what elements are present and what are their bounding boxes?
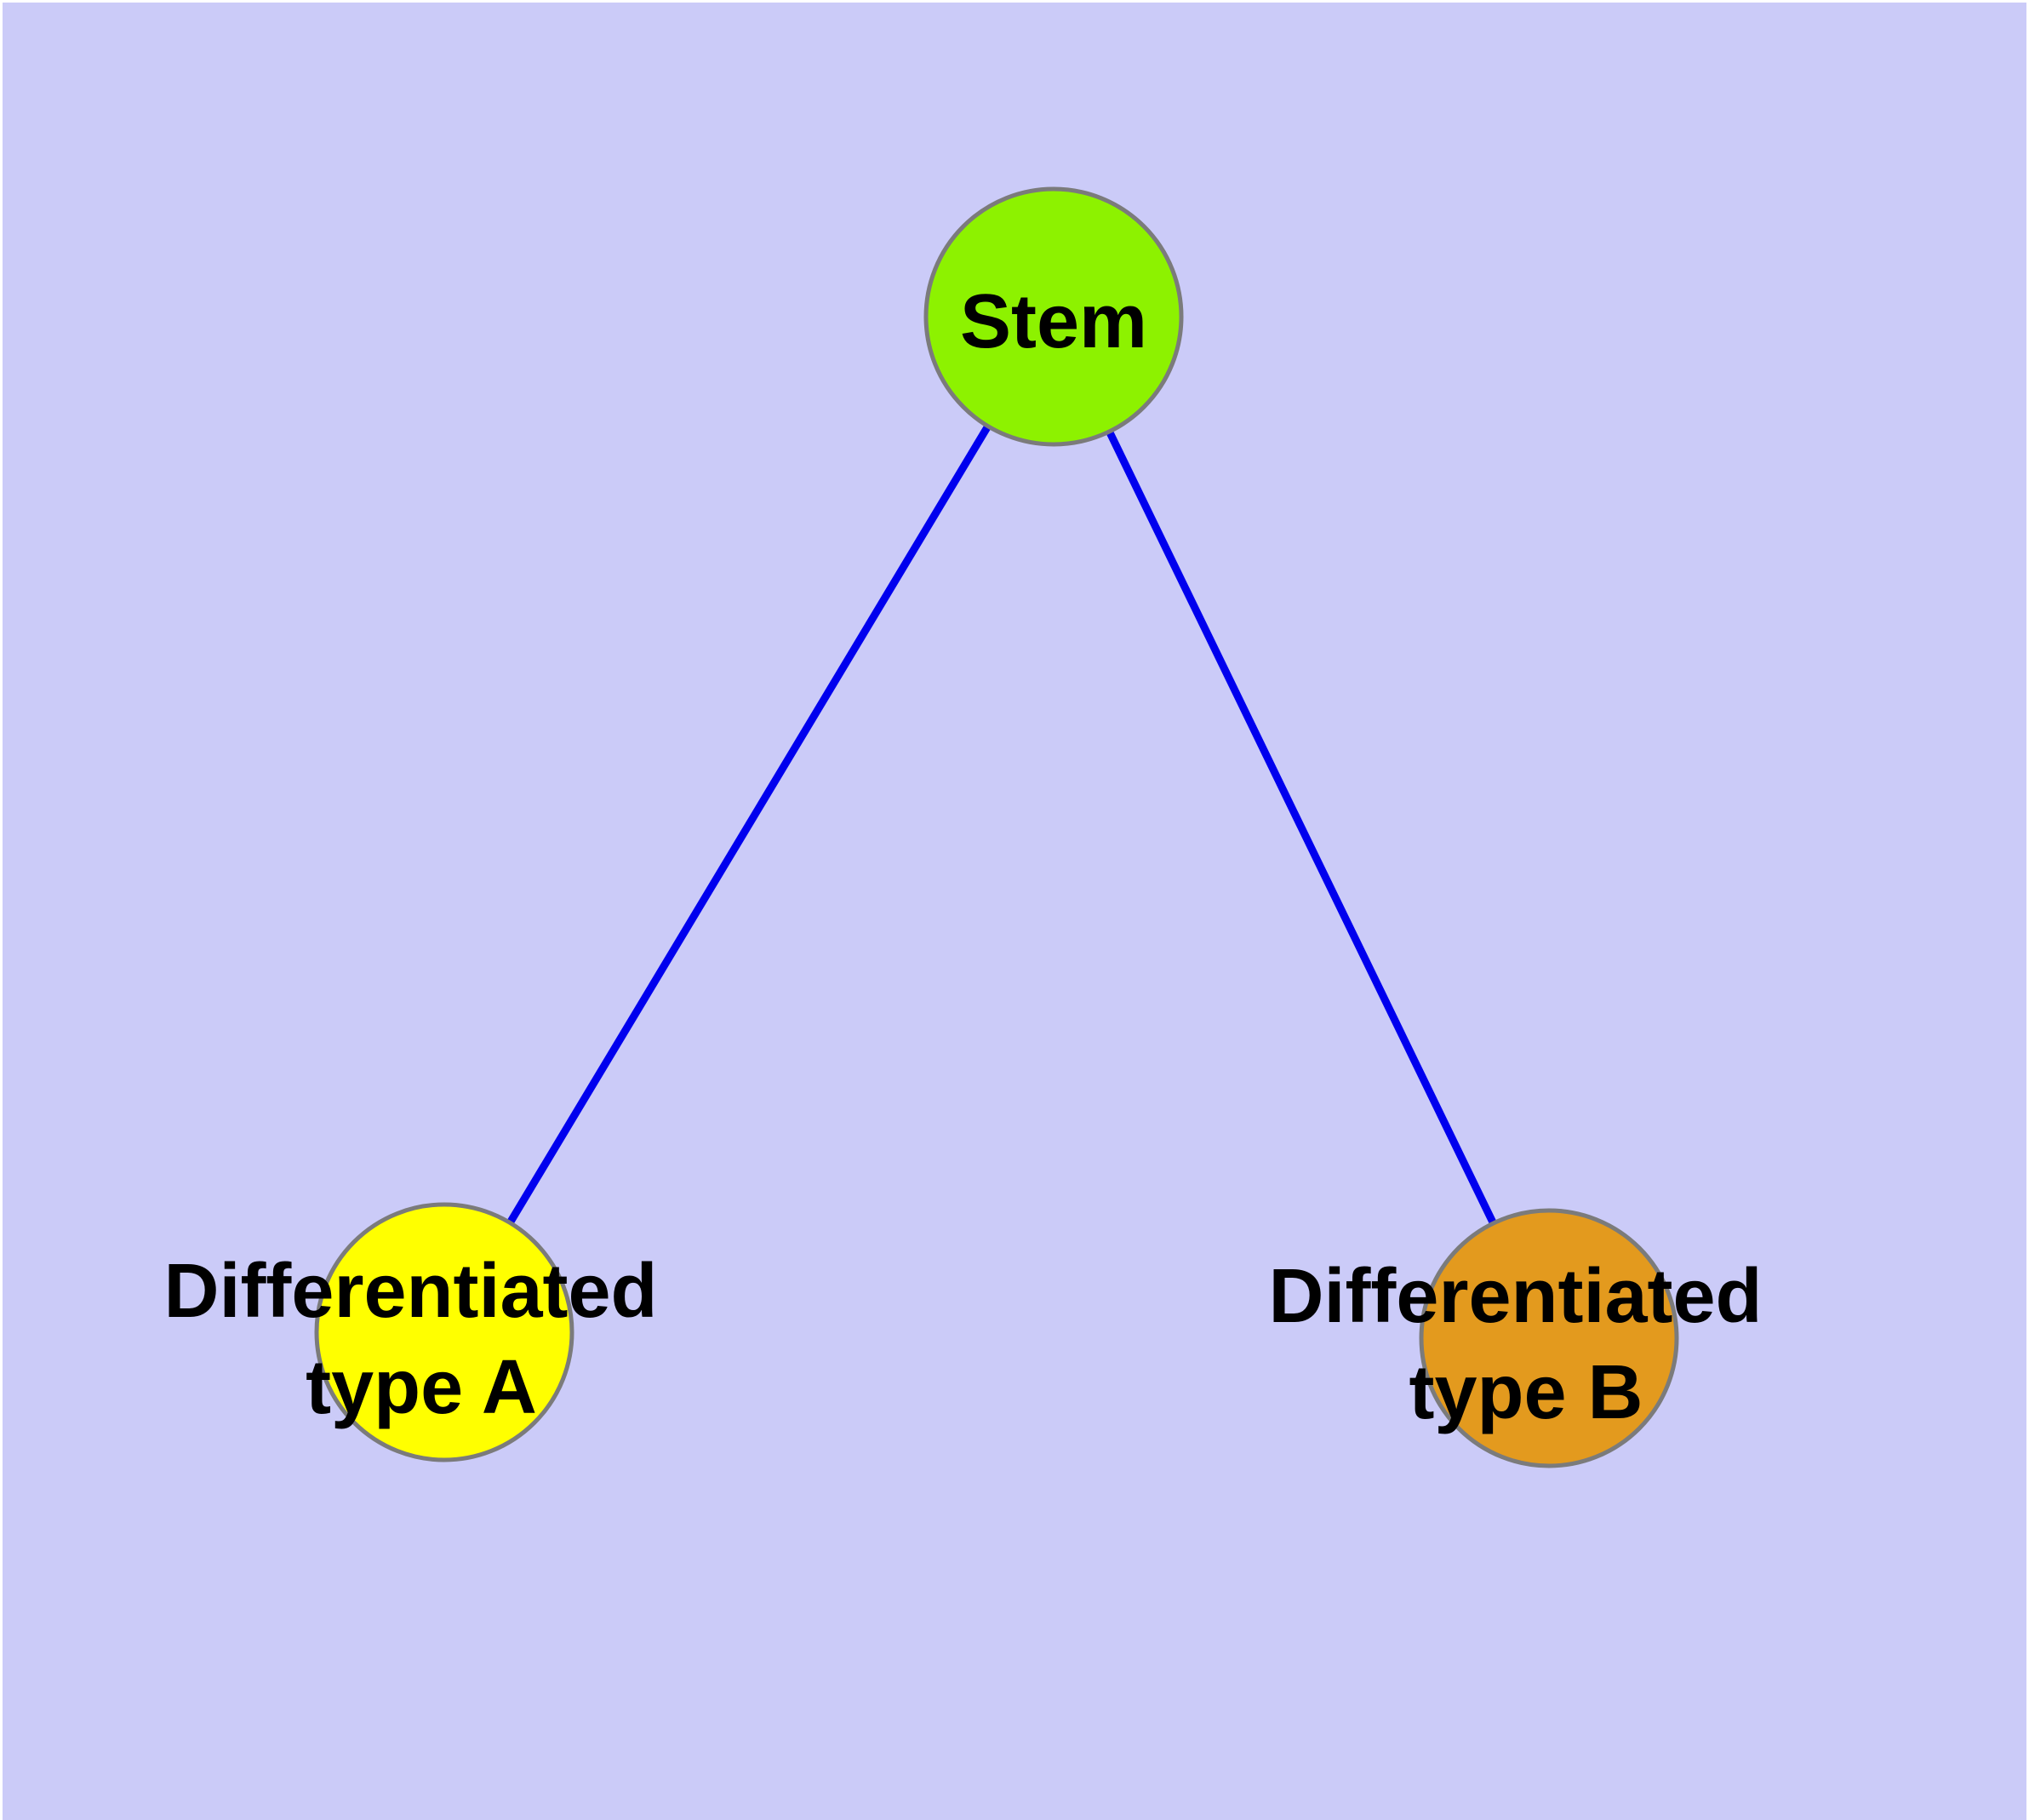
node-stem	[923, 186, 1184, 447]
node-type-a-label-line-1: Differentiated	[163, 1249, 657, 1334]
node-type-b-label-line-2: type B	[1409, 1350, 1643, 1435]
node-type-a-label-line-2: type A	[306, 1345, 537, 1430]
node-stem-label: Stem	[960, 279, 1147, 364]
node-type-a	[314, 1202, 574, 1462]
node-type-b-label: Differentiated type B	[1268, 1254, 1783, 1435]
node-type-a-label: Differentiated type A	[163, 1249, 678, 1430]
node-type-b-label-line-1: Differentiated	[1268, 1254, 1762, 1339]
edge-stem-to-type-a	[441, 314, 1057, 1335]
edge-stem-to-type-b	[1049, 315, 1553, 1340]
node-type-b	[1419, 1208, 1679, 1468]
